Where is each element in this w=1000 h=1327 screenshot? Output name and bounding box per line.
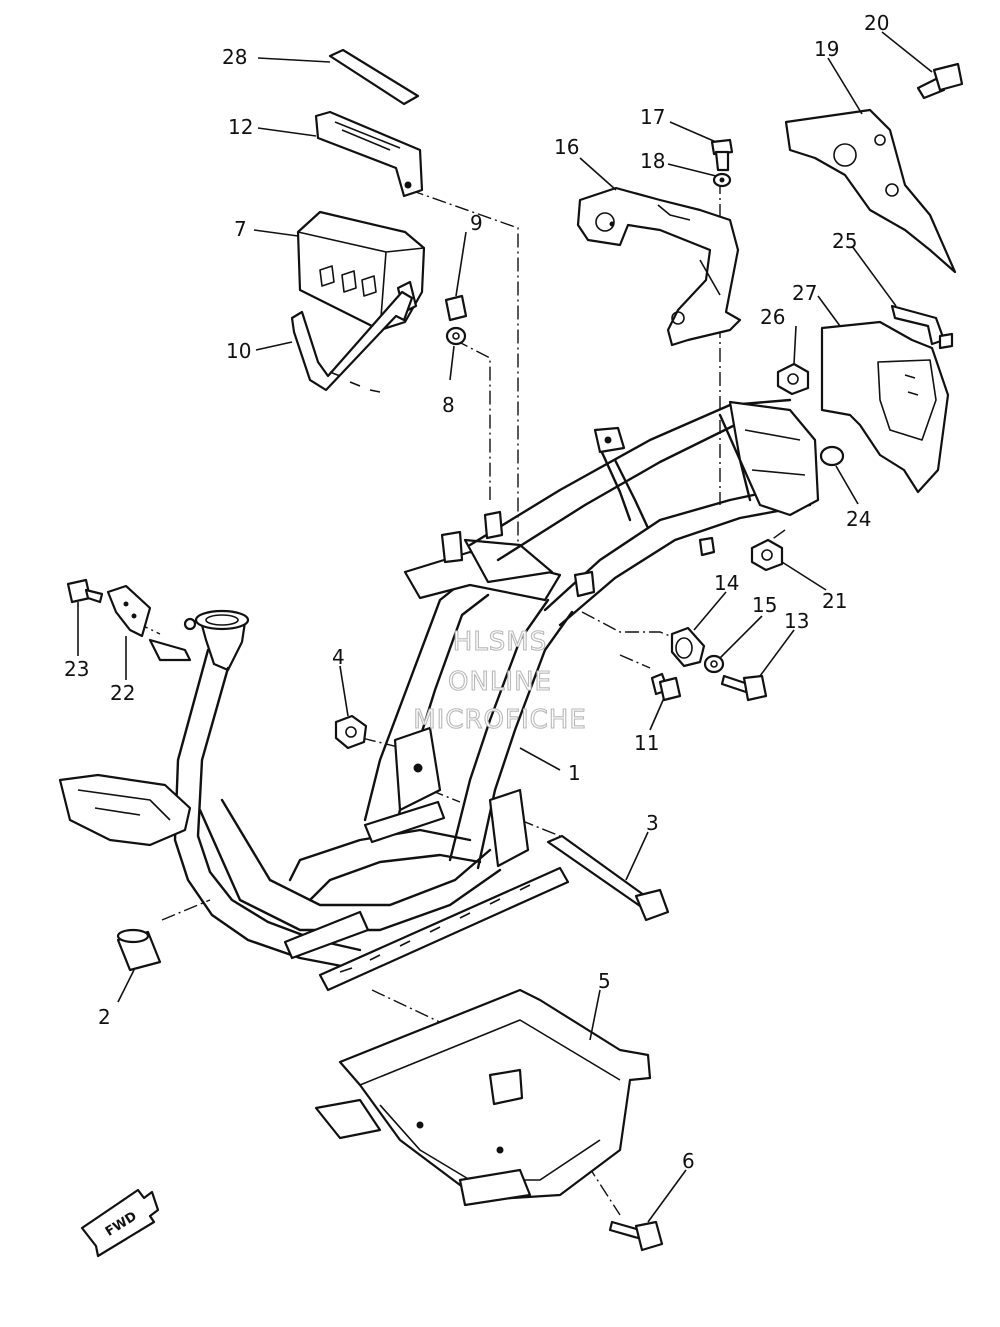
callout-9: 9 xyxy=(470,211,483,235)
callout-26: 26 xyxy=(760,305,785,329)
leader-lines xyxy=(77,31,933,1223)
callout-1: 1 xyxy=(568,761,581,785)
callout-14: 14 xyxy=(714,571,739,595)
callout-2: 2 xyxy=(98,1005,111,1029)
callout-6: 6 xyxy=(682,1149,695,1173)
fwd-direction-arrow: FWD xyxy=(80,1188,160,1258)
watermark-line-2: ONLINE xyxy=(448,667,552,697)
washer-15 xyxy=(703,654,725,674)
pad-28 xyxy=(328,48,420,106)
callout-15: 15 xyxy=(752,593,777,617)
callout-19: 19 xyxy=(814,37,839,61)
collar-14 xyxy=(670,626,706,668)
nut-part xyxy=(334,714,368,750)
cap-24 xyxy=(819,445,845,467)
callout-12: 12 xyxy=(228,115,253,139)
nut-26 xyxy=(776,362,810,396)
callout-22: 22 xyxy=(110,681,135,705)
callout-24: 24 xyxy=(846,507,871,531)
clip-9 xyxy=(444,294,468,322)
callout-21: 21 xyxy=(822,589,847,613)
cover-27 xyxy=(820,320,950,494)
callout-labels: 28 12 7 10 9 8 16 17 18 19 20 25 27 26 2… xyxy=(64,11,889,1173)
washer-8 xyxy=(445,326,467,346)
battery-box xyxy=(296,210,426,332)
washer-18 xyxy=(712,172,732,188)
callout-25: 25 xyxy=(832,229,857,253)
callout-5: 5 xyxy=(598,969,611,993)
bolt-11 xyxy=(650,672,682,702)
callout-8: 8 xyxy=(442,393,455,417)
bolt-6 xyxy=(608,1220,664,1252)
bolt-17 xyxy=(710,138,734,172)
callout-4: 4 xyxy=(332,645,345,669)
bolt-20 xyxy=(916,62,964,100)
bracket-22 xyxy=(106,584,152,638)
callout-23: 23 xyxy=(64,657,89,681)
callout-11: 11 xyxy=(634,731,659,755)
callout-18: 18 xyxy=(640,149,665,173)
long-bolt xyxy=(546,834,670,922)
battery-band xyxy=(290,290,414,393)
rear-bracket-19 xyxy=(784,108,957,274)
callout-3: 3 xyxy=(646,811,659,835)
callout-13: 13 xyxy=(784,609,809,633)
main-frame xyxy=(58,398,820,992)
bolt-23 xyxy=(66,578,104,604)
callout-20: 20 xyxy=(864,11,889,35)
bolt-13 xyxy=(720,674,768,702)
watermark-line-1: HLSMS xyxy=(453,627,547,657)
callout-27: 27 xyxy=(792,281,817,305)
callout-7: 7 xyxy=(234,217,247,241)
nut-21 xyxy=(750,538,784,572)
callout-10: 10 xyxy=(226,339,251,363)
pin-part xyxy=(116,928,162,972)
callout-16: 16 xyxy=(554,135,579,159)
watermark-line-3: MICROFICHE xyxy=(413,705,587,735)
bracket-12 xyxy=(314,110,424,198)
under-cover xyxy=(314,988,652,1207)
bracket-25 xyxy=(890,304,954,350)
bracket-assembly-16 xyxy=(576,186,742,347)
watermark: HLSMS ONLINE MICROFICHE xyxy=(413,626,587,735)
callout-17: 17 xyxy=(640,105,665,129)
callout-28: 28 xyxy=(222,45,247,69)
